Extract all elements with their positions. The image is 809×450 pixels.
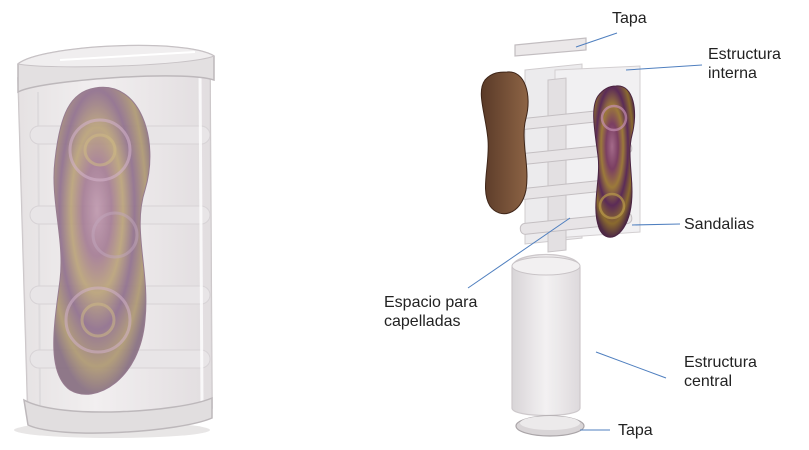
leader-tapa-top bbox=[575, 32, 618, 48]
label-espacio-2: capelladas bbox=[384, 313, 461, 330]
label-estructura-interna-2: interna bbox=[708, 65, 757, 82]
leader-lines bbox=[467, 32, 703, 431]
label-estructura-interna-1: Estructura bbox=[708, 46, 781, 63]
label-sandalias: Sandalias bbox=[684, 216, 755, 233]
label-espacio-1: Espacio para bbox=[384, 294, 478, 311]
label-tapa-top: Tapa bbox=[612, 10, 647, 27]
exploded-top-lid bbox=[514, 37, 587, 57]
leader-estructura-central bbox=[595, 351, 667, 379]
assembled-product bbox=[14, 44, 216, 438]
glass-overlay bbox=[18, 62, 212, 420]
sandal-right bbox=[593, 85, 636, 238]
bottom-lid bbox=[23, 396, 213, 434]
leader-estructura-interna bbox=[625, 64, 703, 71]
label-tapa-bottom: Tapa bbox=[618, 422, 653, 439]
leader-espacio bbox=[467, 217, 571, 289]
exploded-view bbox=[480, 37, 641, 437]
label-estructura-central-1: Estructura bbox=[684, 354, 757, 371]
central-tube bbox=[511, 254, 581, 417]
sandal-left bbox=[480, 71, 529, 215]
leader-sandalias bbox=[631, 223, 681, 226]
label-estructura-central-2: central bbox=[684, 373, 733, 390]
